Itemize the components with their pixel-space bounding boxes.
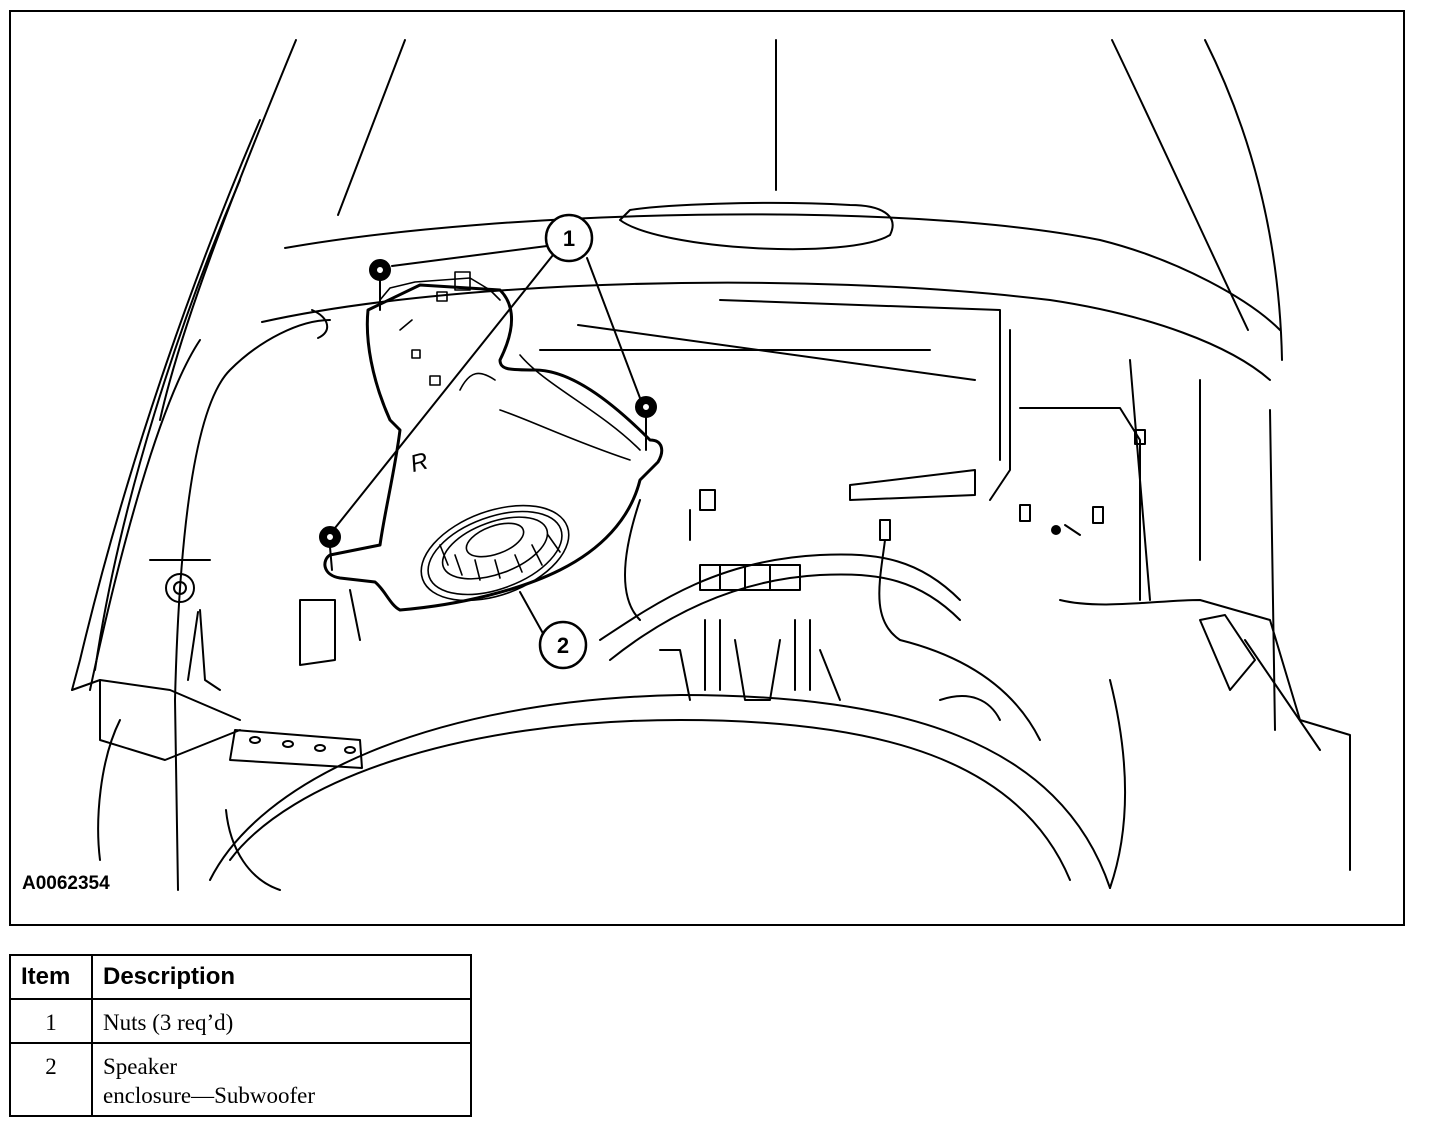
figure-id-label: A0062354 (22, 873, 110, 894)
legend-header-row: Item Description (9, 954, 472, 1000)
legend-item-description: Nuts (3 req’d) (91, 998, 472, 1044)
speaker-enclosure (323, 283, 664, 612)
leader-lines (334, 245, 641, 638)
callout-2 (538, 620, 588, 670)
callout-1 (544, 213, 594, 263)
nut-top (369, 259, 391, 311)
nut-left (319, 526, 341, 571)
legend-header-description: Description (91, 954, 472, 1000)
legend-description-line: Speaker (103, 1054, 178, 1079)
legend-row: 1 Nuts (3 req’d) (9, 998, 472, 1044)
right-bracket (1019, 429, 1146, 536)
nut-right (635, 396, 657, 451)
trunk-diagram: R 1 2 (71, 39, 1351, 891)
rear-deck (539, 201, 1276, 731)
legend-item-description: Speaker enclosure—Subwoofer (91, 1042, 472, 1117)
trunk-lid (159, 39, 1283, 421)
spare-tire-well (209, 619, 1111, 889)
callout-2-number: 2 (557, 633, 569, 658)
enclosure-r-marking: R (407, 447, 431, 478)
legend-table: Item Description 1 Nuts (3 req’d) 2 Spea… (9, 954, 472, 1117)
legend-item-number: 2 (9, 1042, 93, 1117)
legend-description-line: enclosure—Subwoofer (103, 1083, 316, 1108)
legend-row: 2 Speaker enclosure—Subwoofer (9, 1042, 472, 1117)
left-strut (149, 559, 221, 691)
wiring-harness (599, 489, 1041, 741)
right-tail-panel (1059, 599, 1351, 889)
speaker-enclosure-detail (379, 271, 641, 602)
legend-header-item: Item (9, 954, 93, 1000)
legend-item-number: 1 (9, 998, 93, 1044)
callout-1-number: 1 (563, 226, 575, 251)
left-quarter-panel (71, 119, 331, 891)
lower-left-bracket (229, 589, 363, 769)
